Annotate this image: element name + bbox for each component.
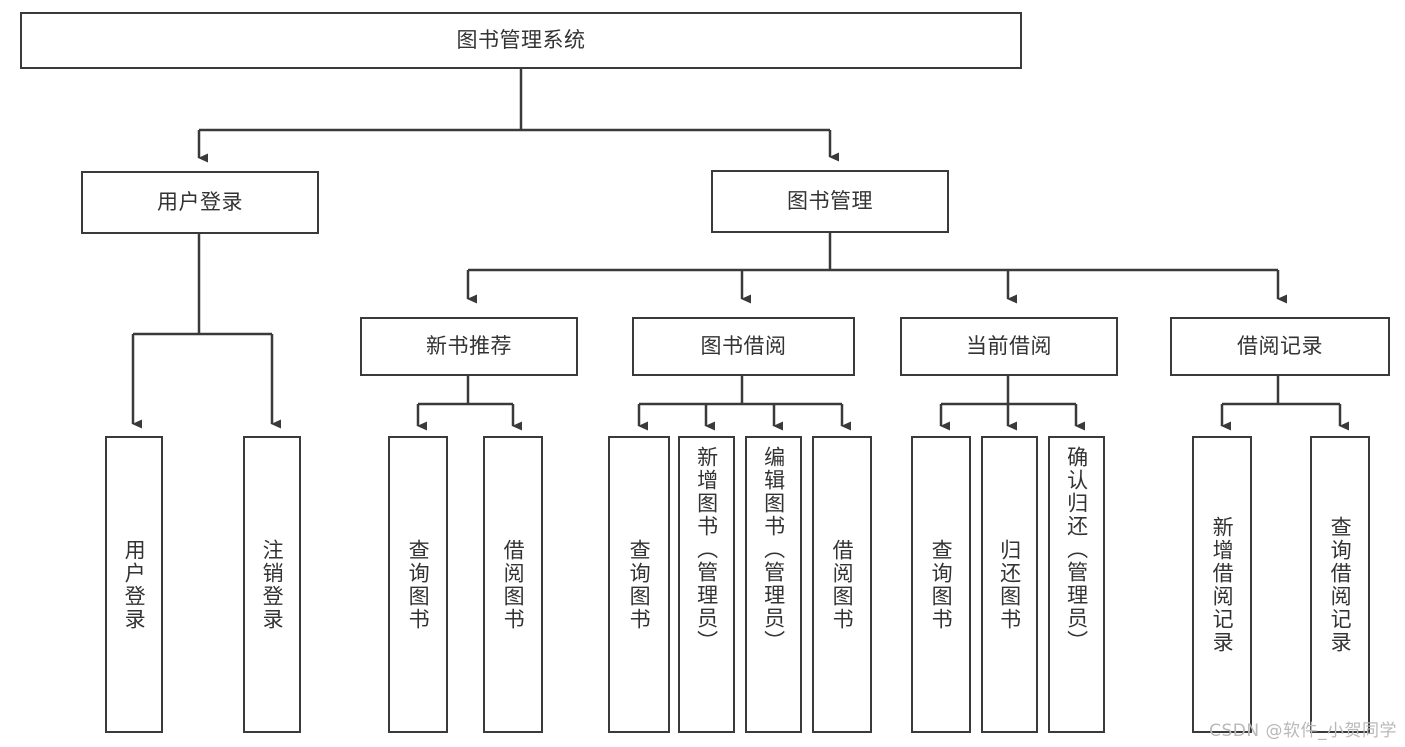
node-leaf-borrow-book-1[interactable]: 借阅图书 xyxy=(483,436,543,733)
node-leaf-edit-book-admin-label: 编辑图书（管理员） xyxy=(761,446,786,653)
node-borrow-record[interactable]: 借阅记录 xyxy=(1170,317,1390,376)
node-leaf-add-book-admin[interactable]: 新增图书（管理员） xyxy=(678,436,735,733)
watermark-text: CSDN @软件_小贺同学 xyxy=(1209,721,1397,741)
node-leaf-borrow-book-2-label: 借阅图书 xyxy=(830,538,855,631)
node-leaf-confirm-return-admin-label: 确认归还（管理员） xyxy=(1064,446,1089,653)
node-book-borrow[interactable]: 图书借阅 xyxy=(632,317,855,376)
node-leaf-edit-book-admin[interactable]: 编辑图书（管理员） xyxy=(745,436,802,733)
node-leaf-query-book-3-label: 查询图书 xyxy=(929,538,954,631)
node-leaf-query-book-1-label: 查询图书 xyxy=(406,538,431,631)
node-user-login-label: 用户登录 xyxy=(157,189,243,214)
node-current-borrow[interactable]: 当前借阅 xyxy=(900,317,1118,376)
node-leaf-borrow-book-1-label: 借阅图书 xyxy=(501,538,526,631)
node-current-borrow-label: 当前借阅 xyxy=(966,333,1052,358)
node-leaf-add-borrow-record-label: 新增借阅记录 xyxy=(1210,515,1235,654)
node-leaf-add-borrow-record[interactable]: 新增借阅记录 xyxy=(1192,436,1252,733)
node-user-login[interactable]: 用户登录 xyxy=(81,171,319,234)
node-leaf-user-logout[interactable]: 注销登录 xyxy=(243,436,301,733)
node-leaf-confirm-return-admin[interactable]: 确认归还（管理员） xyxy=(1048,436,1105,733)
node-book-borrow-label: 图书借阅 xyxy=(700,333,787,358)
node-leaf-user-login-label: 用户登录 xyxy=(122,538,147,631)
node-leaf-query-borrow-record[interactable]: 查询借阅记录 xyxy=(1310,436,1370,733)
node-leaf-user-logout-label: 注销登录 xyxy=(260,538,285,631)
node-leaf-return-book[interactable]: 归还图书 xyxy=(981,436,1038,733)
node-root-label: 图书管理系统 xyxy=(456,27,586,52)
node-leaf-user-login[interactable]: 用户登录 xyxy=(105,436,163,733)
node-new-book-recommend[interactable]: 新书推荐 xyxy=(360,317,578,376)
node-leaf-return-book-label: 归还图书 xyxy=(997,538,1022,631)
node-borrow-record-label: 借阅记录 xyxy=(1237,333,1323,358)
node-root[interactable]: 图书管理系统 xyxy=(20,12,1022,69)
node-leaf-borrow-book-2[interactable]: 借阅图书 xyxy=(812,436,872,733)
node-leaf-query-book-2[interactable]: 查询图书 xyxy=(608,436,670,733)
node-book-management[interactable]: 图书管理 xyxy=(711,170,949,233)
node-leaf-query-book-3[interactable]: 查询图书 xyxy=(911,436,971,733)
node-leaf-query-book-2-label: 查询图书 xyxy=(627,538,652,631)
node-leaf-query-borrow-record-label: 查询借阅记录 xyxy=(1328,515,1353,654)
node-book-management-label: 图书管理 xyxy=(787,188,873,213)
node-leaf-query-book-1[interactable]: 查询图书 xyxy=(388,436,448,733)
node-new-book-recommend-label: 新书推荐 xyxy=(426,333,512,358)
node-leaf-add-book-admin-label: 新增图书（管理员） xyxy=(694,446,719,653)
